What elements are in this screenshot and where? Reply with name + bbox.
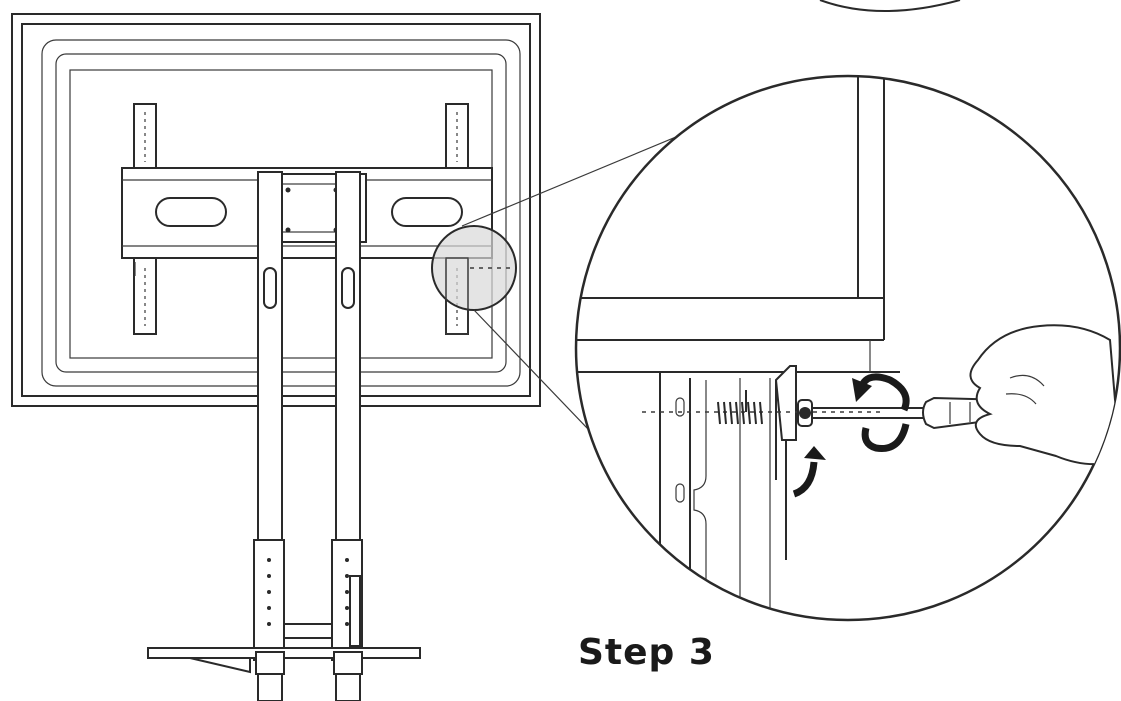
curved-arrow-icon [852,373,910,452]
stand-pole-right [331,171,363,701]
bolt-icon [717,390,813,427]
screwdriver-icon [812,324,1120,466]
magnified-detail-circle [574,74,1121,622]
magnified-detail-content [576,76,1120,620]
stand-pole-left [253,171,285,701]
step-caption: Step 3 [578,632,715,673]
top-circle-arc [819,0,961,12]
shelf-bracket [147,623,421,675]
up-arrow-icon [792,446,826,498]
detail-highlight-content [445,257,510,335]
